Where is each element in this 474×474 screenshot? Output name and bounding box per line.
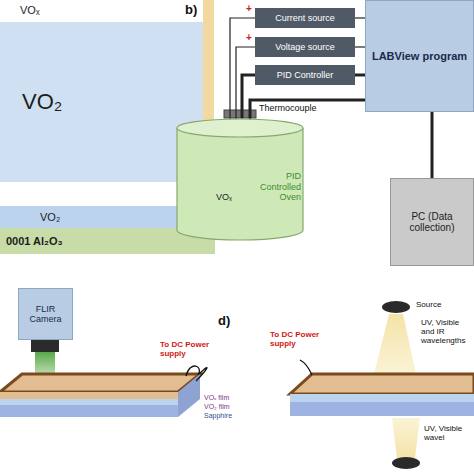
wavelength-label: UV, Visible wavel (424, 424, 472, 442)
node-text: LABView program (372, 50, 467, 63)
node-text: VO₂ (22, 89, 62, 114)
source-label: Source (416, 300, 441, 309)
connector (355, 46, 365, 47)
voltage-source-box: Voltage source (255, 37, 355, 57)
connector (431, 112, 434, 178)
pid-controller-box: PID Controller (255, 65, 355, 85)
panel-letter: d) (218, 314, 230, 329)
vo2-film-block: VO₂ (0, 22, 203, 182)
power-note: To DC Power supply (160, 340, 220, 358)
film-label: VOₓ film (204, 394, 229, 402)
layer-label: VOₓ (20, 4, 40, 17)
node-text: Voltage source (275, 42, 335, 52)
panel-letter: b) (185, 3, 197, 18)
detector-lamp (392, 418, 420, 469)
edge-label: Thermocouple (258, 103, 318, 113)
pc-box: PC (Data collection) (390, 178, 474, 266)
node-text: PID Controller (277, 70, 334, 80)
wavelength-label: UV, Visible and IR wavelengths (421, 318, 473, 346)
polarity-sign: + (246, 3, 252, 15)
node-text: PID Controlled Oven (249, 171, 301, 202)
film-sample-d (290, 360, 474, 416)
polarity-sign: + (246, 32, 252, 44)
film-label: VO₂ film (204, 403, 230, 411)
node-text: FLIR Camera (22, 304, 69, 325)
power-note: To DC Power supply (270, 330, 330, 348)
oven-cylinder-node: PID Controlled Oven (175, 118, 305, 242)
film-label: Sapphire (204, 412, 232, 420)
node-text: 0001 Al₂O₃ (6, 235, 63, 248)
oven-cylinder (175, 118, 305, 242)
labview-box: LABView program (365, 0, 474, 112)
current-source-box: Current source (255, 8, 355, 28)
layer-label: VOₓ (216, 192, 232, 202)
vo2-layer: VO₂ (0, 206, 205, 228)
film-sample-c (0, 366, 207, 417)
node-text: VO₂ (40, 211, 60, 224)
connector (355, 17, 365, 18)
flir-camera-box: FLIR Camera (18, 288, 73, 340)
connector (250, 100, 365, 118)
connector (236, 47, 255, 118)
source-lamp (374, 301, 416, 374)
node-text: Current source (275, 13, 335, 23)
node-text: PC (Data collection) (395, 211, 469, 234)
connector (355, 74, 365, 77)
